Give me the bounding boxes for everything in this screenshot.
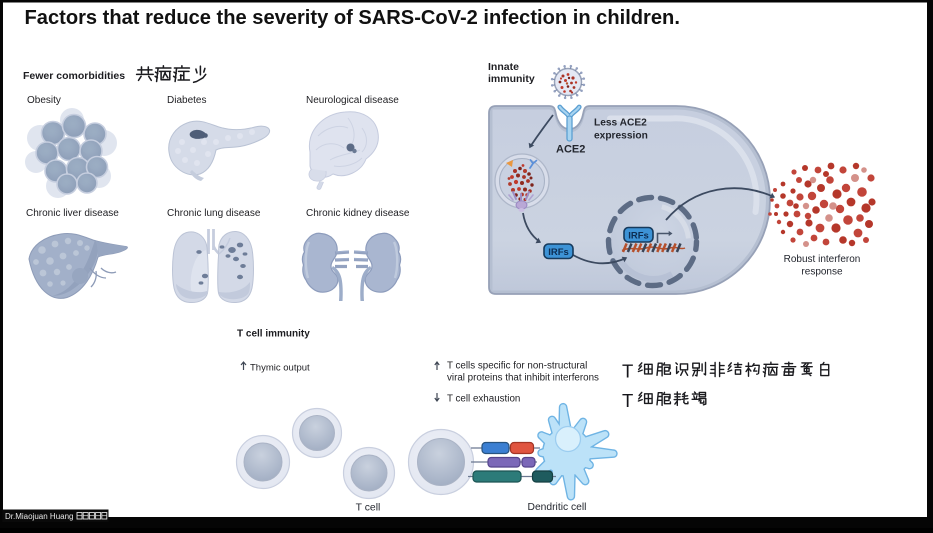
- svg-text:Dr.Miaojuan Huang: Dr.Miaojuan Huang: [5, 512, 73, 521]
- svg-text:viral proteins that inhibit in: viral proteins that inhibit interferons: [447, 373, 599, 384]
- svg-text:Fewer comorbidities: Fewer comorbidities: [23, 70, 125, 82]
- svg-text:T cells specific for non-struc: T cells specific for non-structural: [447, 361, 587, 372]
- svg-text:IRFs: IRFs: [548, 247, 569, 258]
- svg-text:T cell immunity: T cell immunity: [237, 329, 310, 340]
- svg-text:Chronic lung disease: Chronic lung disease: [167, 208, 261, 219]
- svg-text:Chronic liver disease: Chronic liver disease: [26, 208, 119, 219]
- svg-text:Less ACE2: Less ACE2: [594, 118, 647, 129]
- svg-text:Dendritic cell: Dendritic cell: [528, 502, 587, 513]
- svg-text:Neurological disease: Neurological disease: [306, 95, 399, 106]
- svg-text:ACE2: ACE2: [556, 144, 585, 156]
- svg-text:T: T: [622, 390, 633, 411]
- svg-text:Robust interferon: Robust interferon: [784, 254, 861, 265]
- svg-text:Diabetes: Diabetes: [167, 95, 206, 106]
- svg-text:Obesity: Obesity: [27, 95, 61, 106]
- svg-text:Chronic kidney disease: Chronic kidney disease: [306, 208, 410, 219]
- svg-text:Factors that reduce the severi: Factors that reduce the severity of SARS…: [25, 7, 680, 29]
- svg-text:IRFs: IRFs: [628, 231, 649, 242]
- svg-text:Thymic output: Thymic output: [250, 363, 310, 374]
- svg-text:T cell: T cell: [356, 503, 381, 514]
- svg-text:T: T: [622, 361, 633, 382]
- svg-text:Innate: Innate: [488, 61, 519, 73]
- svg-text:immunity: immunity: [488, 73, 535, 85]
- svg-text:response: response: [801, 267, 843, 278]
- svg-text:expression: expression: [594, 131, 648, 142]
- svg-text:T cell exhaustion: T cell exhaustion: [447, 394, 520, 405]
